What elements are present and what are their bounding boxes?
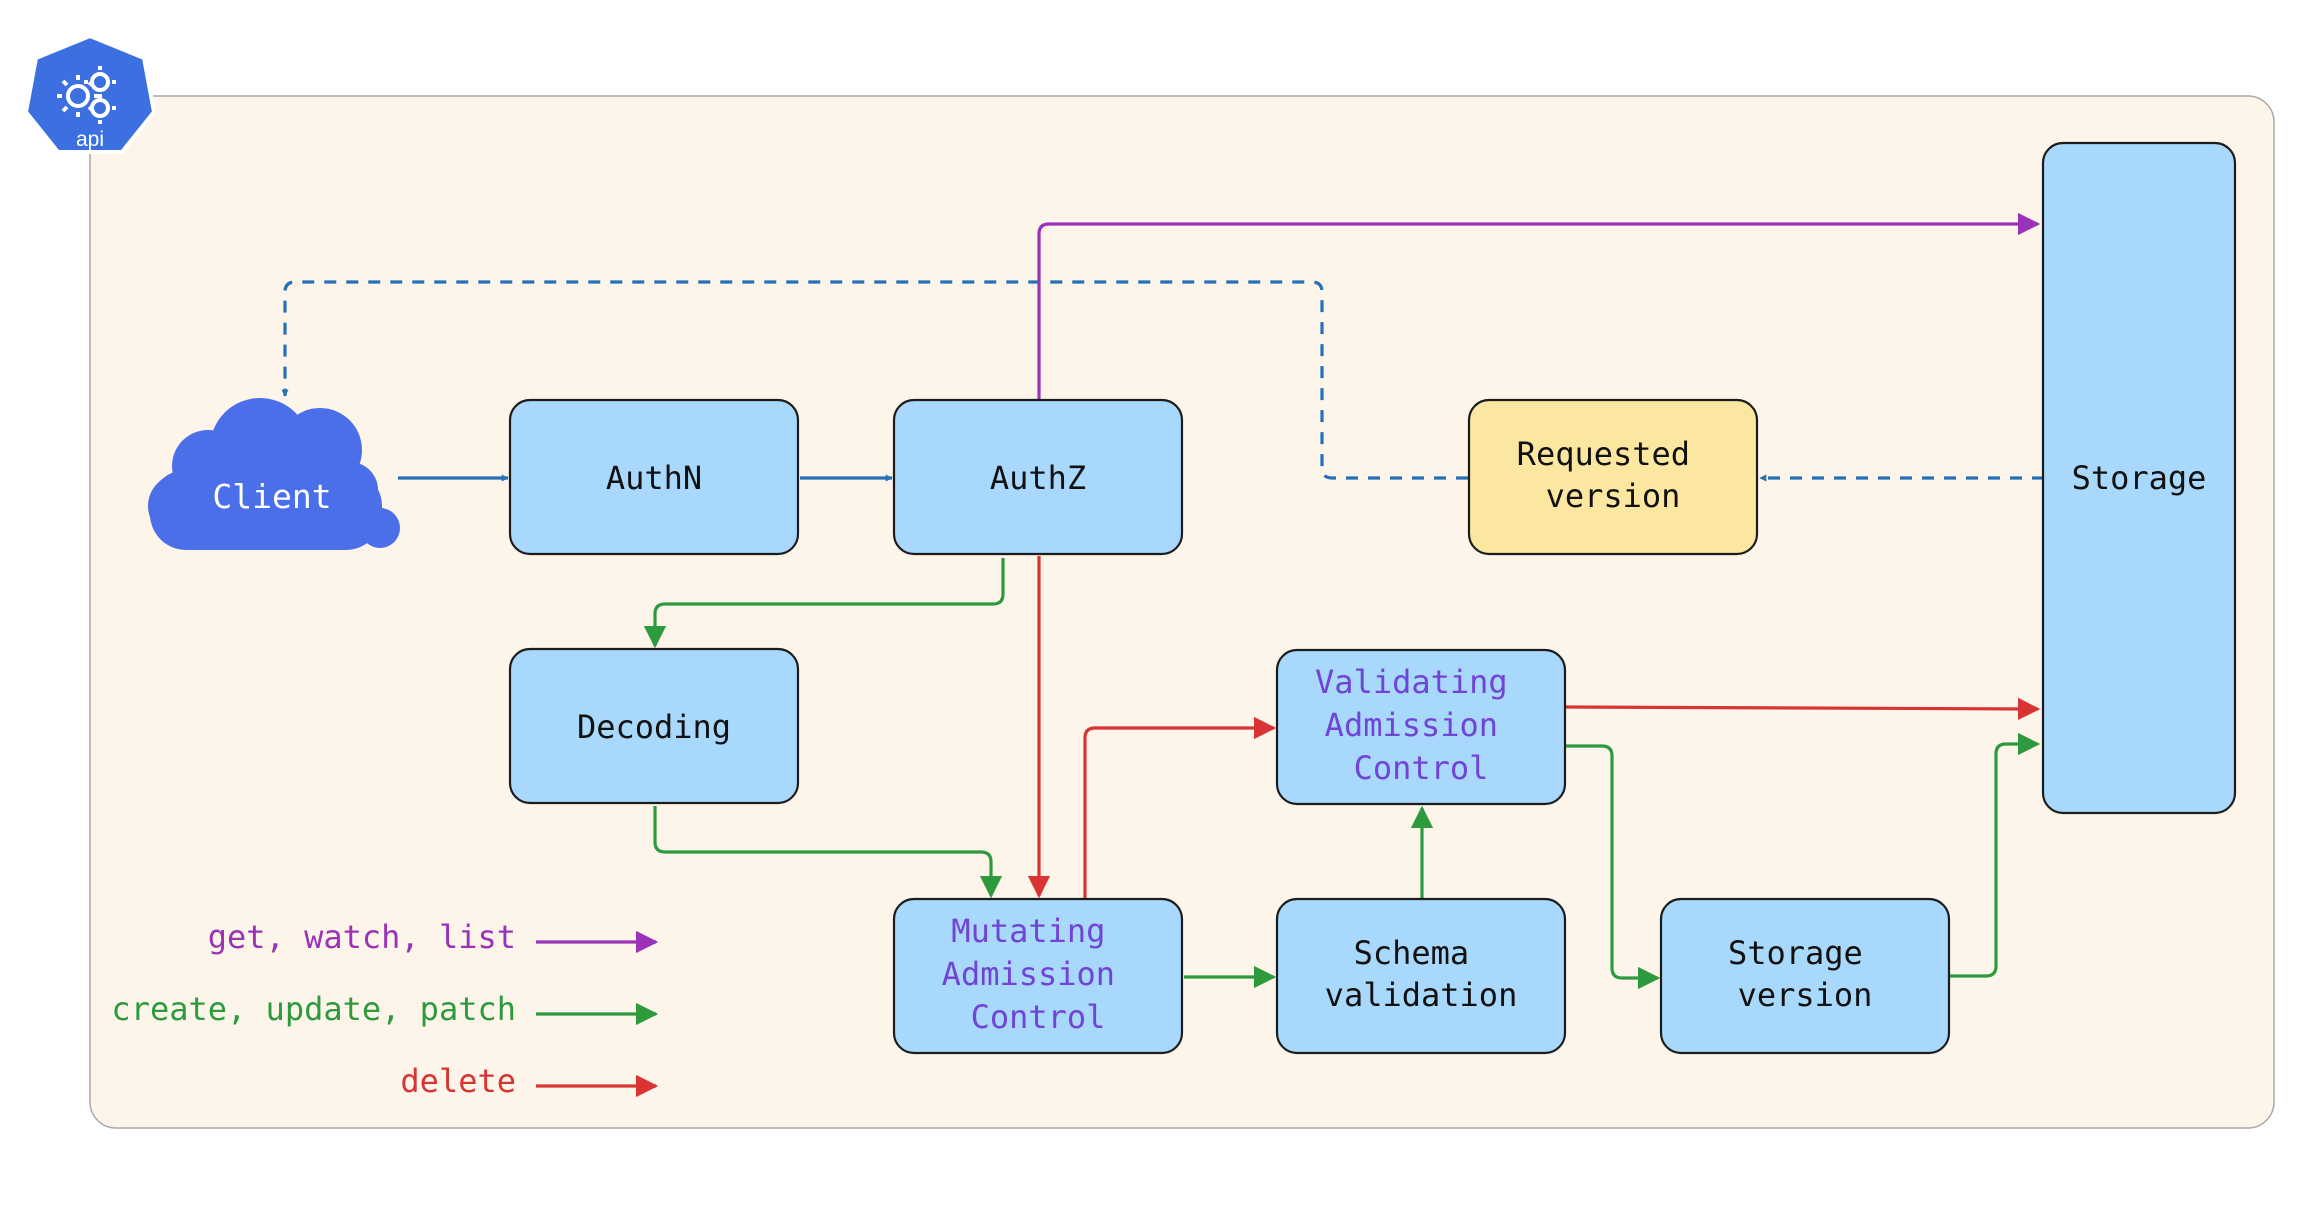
arrow-requested-to-client: [281, 280, 1468, 480]
storage-version-node: Storage version: [1659, 897, 1951, 1055]
legend: get, watch, list create, update, patch d…: [111, 918, 659, 1100]
client-node: Client: [148, 398, 400, 550]
legend-item-write: create, update, patch: [111, 990, 659, 1028]
schema-line-1: Schema: [1354, 934, 1470, 972]
legend-label-write: create, update, patch: [111, 990, 516, 1028]
diagram-panel: [89, 95, 2275, 1129]
requested-version-box: [1467, 398, 1759, 556]
validating-admission-node: Validating Admission Control: [1275, 648, 1567, 806]
validating-admission-box: [1275, 648, 1567, 806]
storage-version-label: Storage version: [1728, 934, 1882, 1014]
arrow-decoding-to-mutating: [653, 806, 1003, 899]
schema-line-2: validation: [1325, 976, 1518, 1014]
arrow-validating-to-storage-delete: [1565, 697, 2041, 721]
schema-validation-box: [1275, 897, 1567, 1055]
validating-line-3: Control: [1354, 749, 1489, 787]
arrow-authz-to-storage-read: [1037, 212, 2041, 400]
mutating-admission-label: Mutating Admission Control: [942, 912, 1135, 1036]
requested-line-2: version: [1546, 477, 1681, 515]
schema-validation-node: Schema validation: [1275, 897, 1567, 1055]
logo-heptagon: [23, 33, 157, 154]
storage-version-line-2: version: [1738, 976, 1873, 1014]
validating-line-2: Admission: [1325, 706, 1498, 744]
storage-version-line-1: Storage: [1728, 934, 1863, 972]
mutating-admission-box: [892, 897, 1184, 1055]
mutating-line-2: Admission: [942, 955, 1115, 993]
requested-line-1: Requested: [1517, 435, 1690, 473]
client-label: Client: [212, 477, 331, 516]
authn-label: AuthN: [606, 459, 702, 497]
authn-node: AuthN: [508, 398, 800, 556]
authz-node: AuthZ: [892, 398, 1184, 556]
schema-validation-label: Schema validation: [1325, 934, 1518, 1014]
logo-text: api: [76, 128, 104, 151]
storage-box: [2041, 141, 2237, 815]
legend-item-read: get, watch, list: [208, 918, 659, 956]
arrow-authz-to-decoding: [643, 558, 1005, 649]
validating-admission-label: Validating Admission Control: [1315, 663, 1527, 787]
authz-label: AuthZ: [990, 459, 1086, 497]
legend-item-delete: delete: [400, 1062, 659, 1100]
cloud-icon: [148, 398, 400, 550]
mutating-admission-node: Mutating Admission Control: [892, 897, 1184, 1055]
kubernetes-gears-icon: [57, 66, 116, 124]
storage-version-box: [1659, 897, 1951, 1055]
arrow-validating-to-storage-version: [1566, 744, 1661, 990]
decoding-label: Decoding: [577, 708, 731, 746]
requested-version-node: Requested version: [1467, 398, 1759, 556]
arrow-storage-version-to-storage: [1950, 732, 2041, 978]
mutating-line-3: Control: [971, 998, 1106, 1036]
authn-box: [508, 398, 800, 556]
legend-label-read: get, watch, list: [208, 918, 516, 956]
api-logo: api: [23, 33, 157, 154]
storage-node: Storage: [2041, 141, 2237, 815]
storage-label: Storage: [2072, 459, 2207, 497]
requested-version-label: Requested version: [1517, 435, 1710, 515]
decoding-node: Decoding: [508, 647, 800, 805]
decoding-box: [508, 647, 800, 805]
validating-line-1: Validating: [1315, 663, 1508, 701]
arrow-mutating-to-validating-delete: [1083, 716, 1277, 898]
authz-box: [892, 398, 1184, 556]
legend-label-delete: delete: [400, 1062, 516, 1100]
mutating-line-1: Mutating: [951, 912, 1105, 950]
